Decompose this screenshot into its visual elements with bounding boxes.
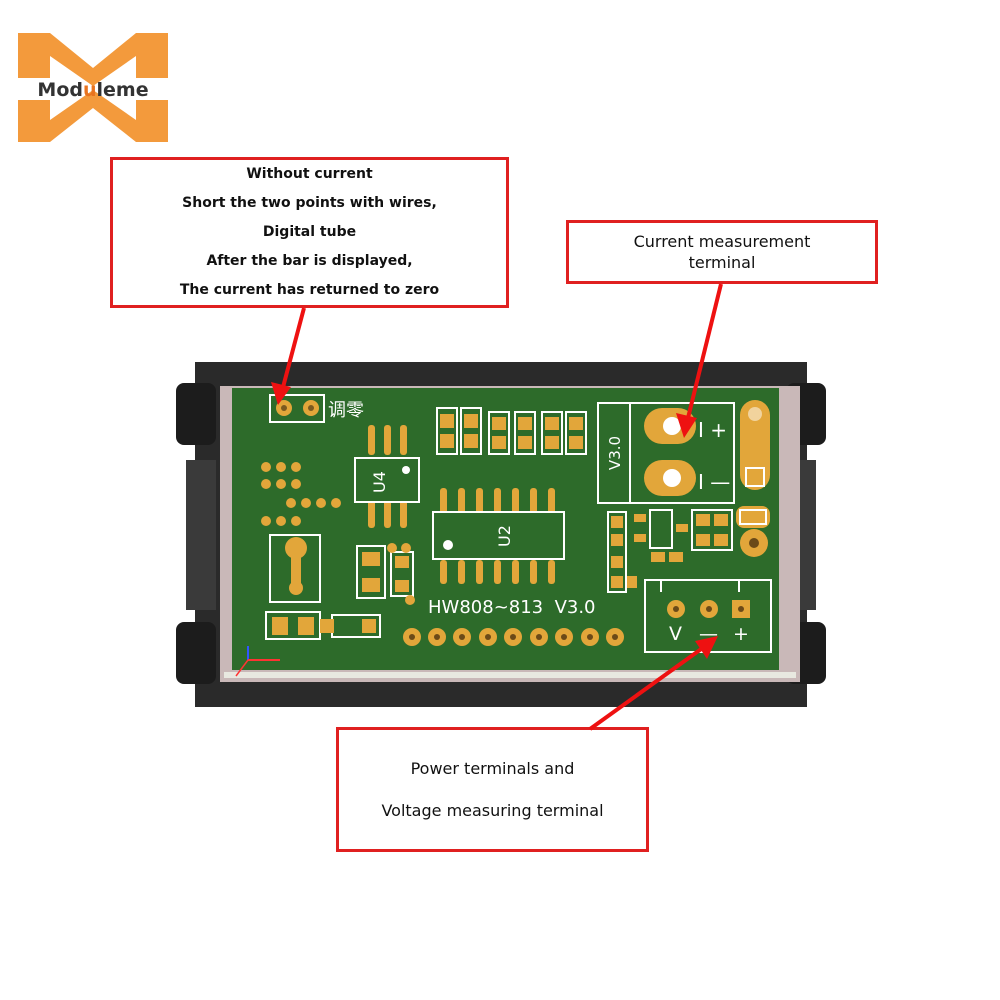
power-plus-label: + <box>733 623 749 645</box>
chip-u2: U2 <box>432 488 565 584</box>
callout-line: terminal <box>688 253 756 272</box>
callout-line: After the bar is displayed, <box>206 253 413 269</box>
current-plus-label: I + <box>698 418 727 442</box>
arrow-to-zero-pads <box>280 307 306 392</box>
chip-u2-label: U2 <box>495 525 514 547</box>
power-v-label: V <box>669 623 682 645</box>
pad-cluster-left <box>261 462 341 526</box>
arrow-head-icon <box>676 413 697 438</box>
zero-adjust-label: 调零 <box>328 400 364 421</box>
current-minus-label: I — <box>698 470 730 494</box>
callout-line: Short the two points with wires, <box>182 195 437 211</box>
callout-line: Without current <box>246 166 373 182</box>
chip-u4: U4 <box>354 425 420 528</box>
zero-adjust-pads: 调零 <box>269 394 364 423</box>
callout-line: The current has returned to zero <box>179 282 440 298</box>
board-version-label: V3.0 <box>606 436 624 470</box>
callout-current-terminal: Current measurement terminal <box>566 220 878 284</box>
brand-name-highlight: u <box>83 79 97 101</box>
smd-right-mid <box>607 506 770 593</box>
callout-line: Power terminals and <box>410 758 575 778</box>
callout-line: Voltage measuring terminal <box>381 800 604 820</box>
arrow-to-current-terminal <box>685 283 723 423</box>
arrow-head-icon <box>271 382 291 405</box>
callout-line: Digital tube <box>262 224 357 240</box>
callout-arrows <box>271 283 723 731</box>
arrow-head-icon <box>695 636 718 659</box>
axis-gizmo-icon <box>235 646 280 677</box>
trimmer-footprint <box>269 534 321 603</box>
logo-m-shape <box>18 33 168 142</box>
header-pin-holes <box>409 634 618 640</box>
board-model-label: HW808~813 V3.0 <box>428 597 596 618</box>
callout-power-terminal: Power terminals and Voltage measuring te… <box>336 727 649 852</box>
smd-bottom-left <box>265 611 381 640</box>
current-terminal-block: V3.0 I + I — <box>597 400 770 504</box>
callout-zero-adjust: Without current Short the two points wit… <box>110 157 509 308</box>
smd-top-row <box>436 407 587 455</box>
brand-name: Moduleme <box>37 79 148 101</box>
brand-logo: Moduleme <box>18 33 168 142</box>
chip-u4-label: U4 <box>370 471 389 493</box>
callout-line: Current measurement <box>633 232 811 251</box>
arrow-to-power-terminal <box>588 645 706 731</box>
smd-mid-left <box>356 543 415 605</box>
